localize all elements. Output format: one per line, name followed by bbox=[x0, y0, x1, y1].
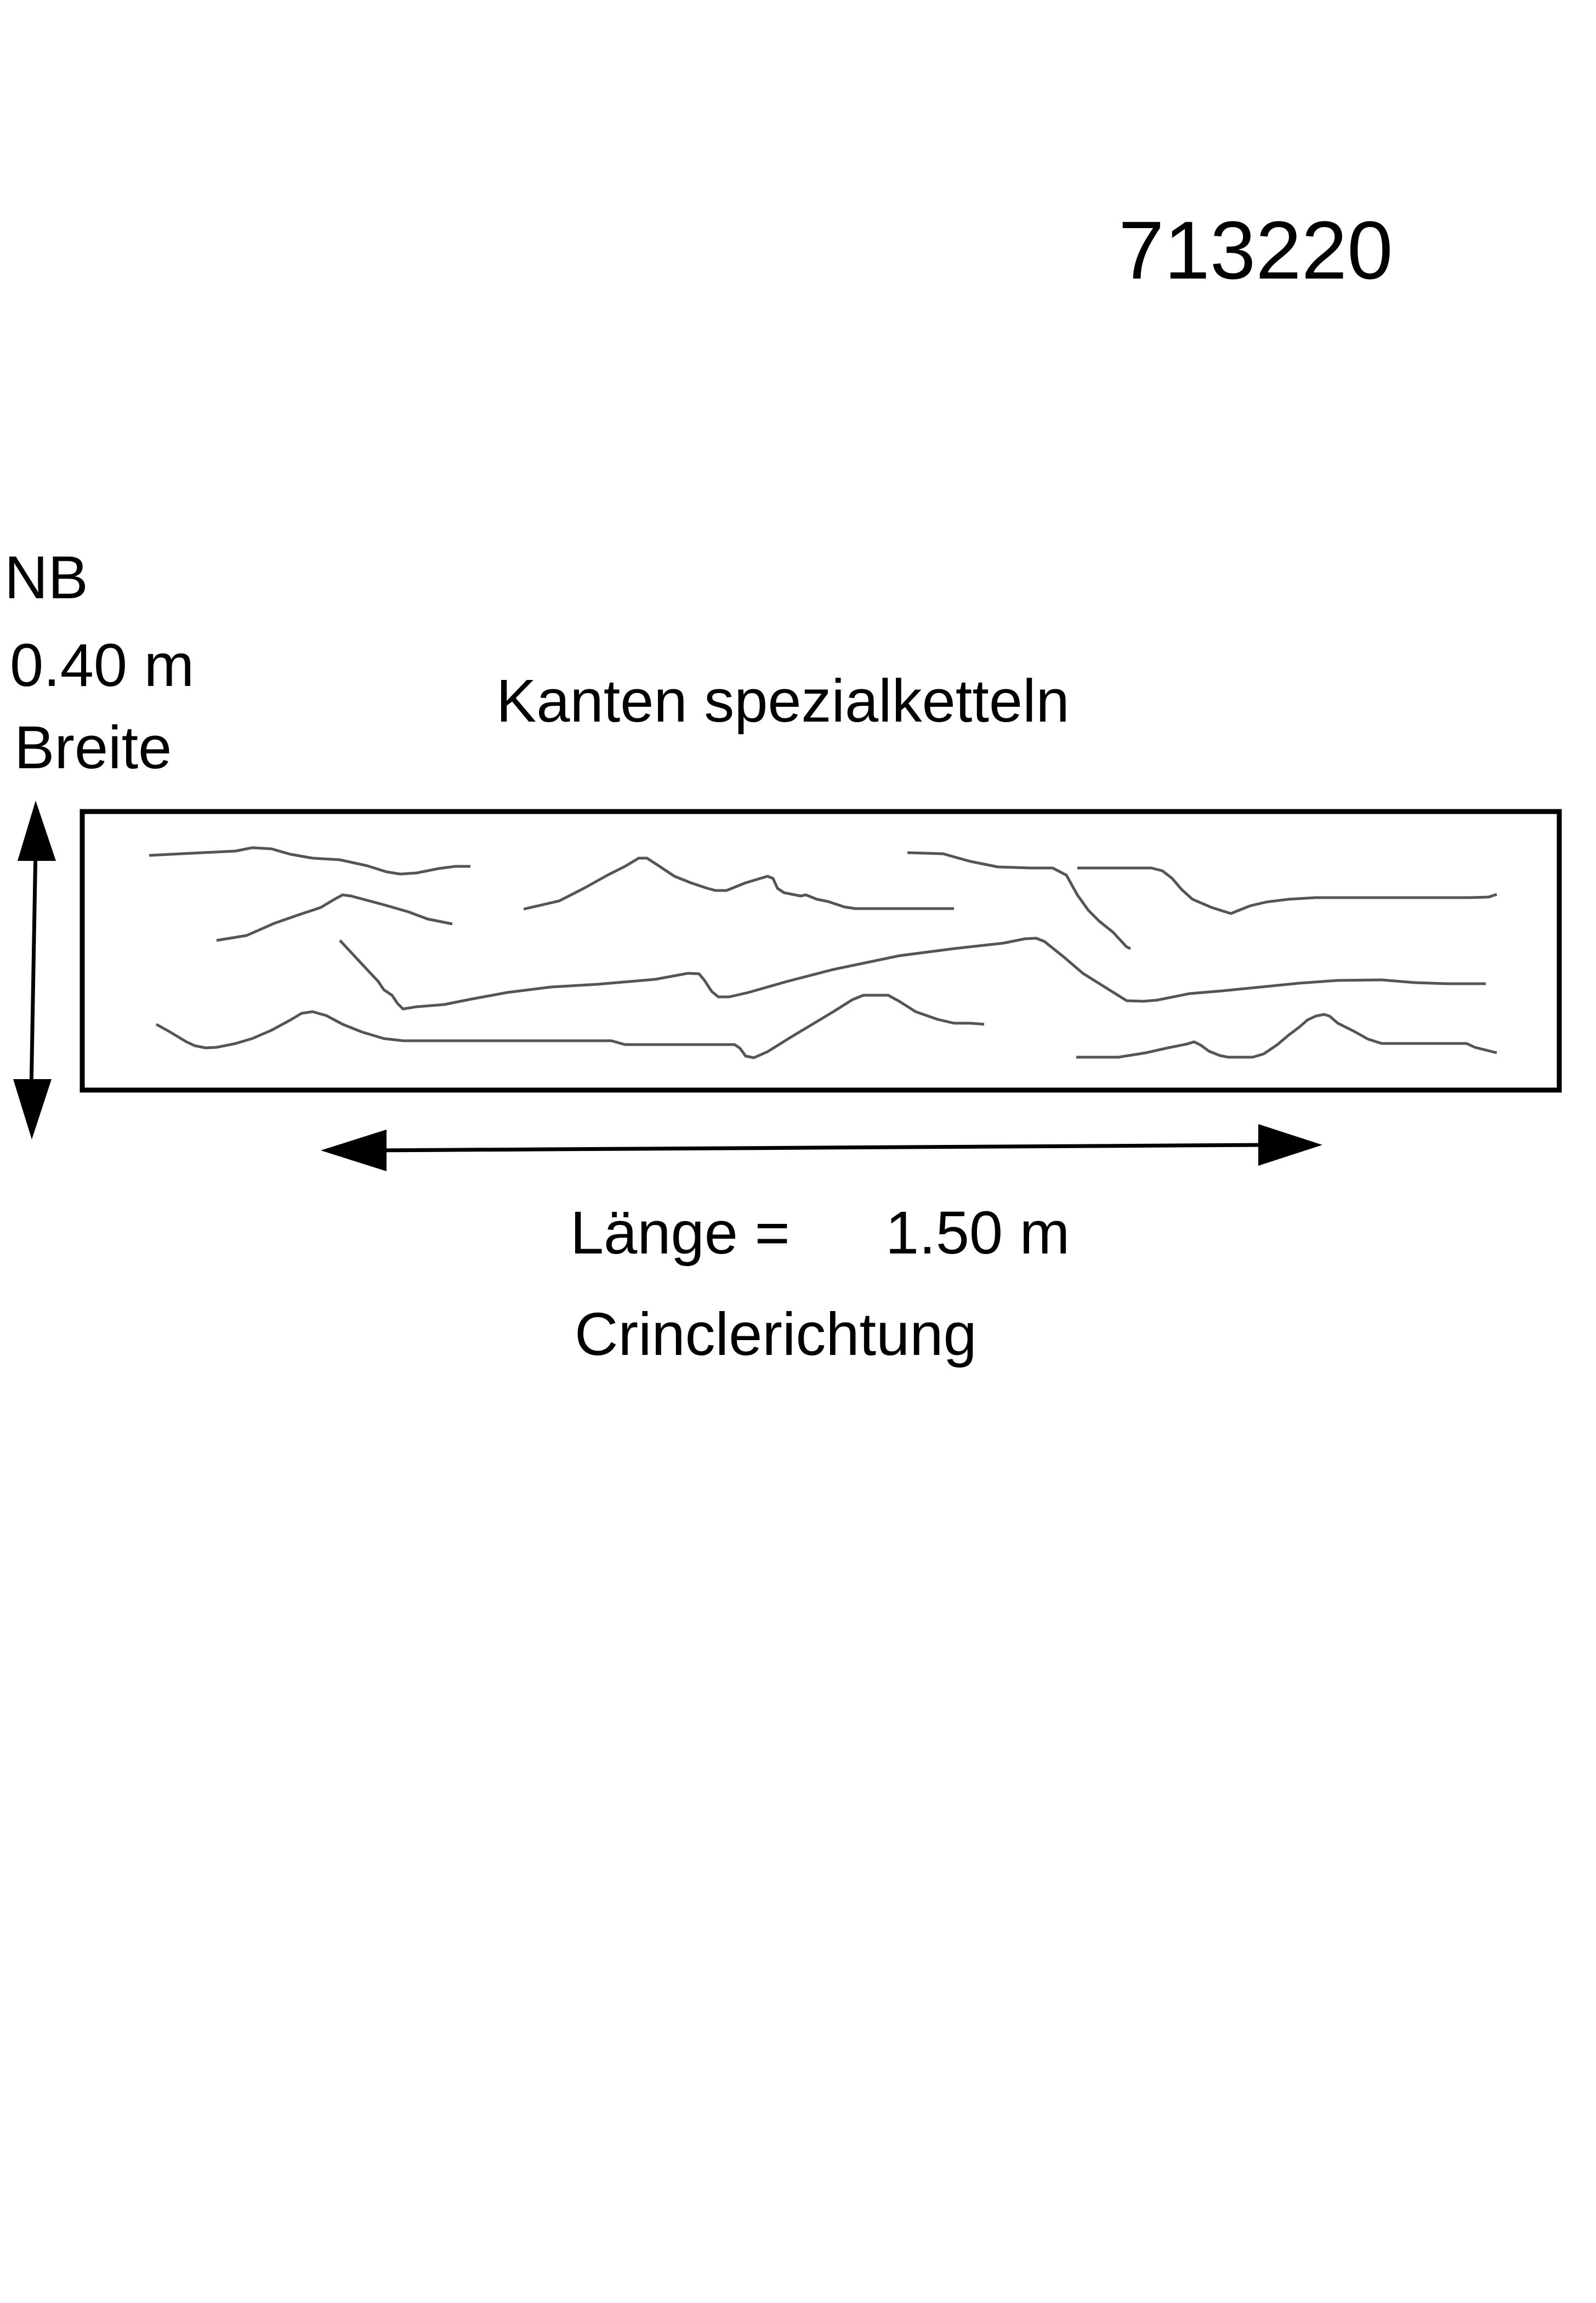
width-arrow-head-down bbox=[13, 1079, 52, 1139]
article-number: 713220 bbox=[1118, 204, 1393, 296]
length-value: 1.50 m bbox=[885, 1199, 1070, 1267]
width-value: 0.40 m bbox=[10, 632, 195, 699]
crinkle-line bbox=[155, 994, 985, 1059]
width-arrow bbox=[13, 801, 56, 1139]
width-arrow-head-up bbox=[18, 801, 56, 861]
sample-title: Kanten spezialketteln bbox=[496, 667, 1070, 735]
crinkle-line bbox=[216, 893, 453, 942]
crinkle-line bbox=[523, 856, 954, 911]
length-label: Länge = bbox=[570, 1199, 790, 1267]
width-code-label: NB bbox=[4, 544, 88, 611]
length-arrow-head-left bbox=[321, 1130, 387, 1171]
length-arrow-shaft bbox=[370, 1143, 1267, 1153]
crinkle-line bbox=[1076, 1013, 1497, 1059]
crinkle-line bbox=[907, 851, 1131, 950]
crinkle-line bbox=[149, 846, 470, 876]
crinkle-direction-label: Crinclerichtung bbox=[575, 1301, 977, 1368]
width-label: Breite bbox=[14, 714, 172, 781]
length-arrow bbox=[321, 1124, 1322, 1171]
crinkle-line bbox=[1077, 866, 1497, 915]
sample-outline bbox=[79, 809, 1562, 1093]
crinkle-line bbox=[339, 937, 1486, 1011]
crinkle-texture bbox=[149, 846, 1497, 1059]
width-arrow-shaft bbox=[29, 847, 38, 1092]
length-arrow-head-right bbox=[1258, 1124, 1322, 1166]
